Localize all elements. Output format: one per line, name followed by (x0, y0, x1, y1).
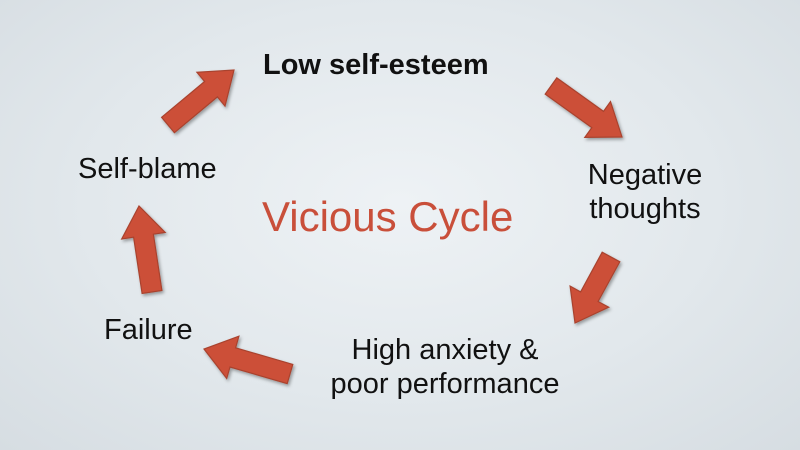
node-low-self-esteem: Low self-esteem (263, 48, 489, 82)
node-negative-thoughts-line-1: Negative (587, 159, 703, 191)
node-negative-thoughts: Negative thoughts (570, 158, 720, 226)
node-high-anxiety: High anxiety & poor performance (305, 333, 585, 401)
node-failure-line-1: Failure (104, 314, 193, 346)
node-failure: Failure (104, 313, 193, 347)
node-high-anxiety-line-1: High anxiety & (351, 334, 539, 366)
node-negative-thoughts-line-2: thoughts (589, 193, 701, 225)
arrow-self-blame-to-low-self-esteem (160, 69, 235, 134)
arrow-failure-to-self-blame (120, 204, 167, 295)
node-self-blame: Self-blame (78, 152, 217, 186)
center-title: Vicious Cycle (262, 193, 514, 240)
arrow-negative-thoughts-to-high-anxiety (569, 251, 621, 324)
arrow-low-self-esteem-to-negative-thoughts (544, 77, 623, 139)
node-high-anxiety-line-2: poor performance (330, 368, 560, 400)
node-low-self-esteem-line-1: Low self-esteem (263, 49, 489, 81)
node-self-blame-line-1: Self-blame (78, 153, 217, 185)
arrow-high-anxiety-to-failure (203, 335, 294, 385)
